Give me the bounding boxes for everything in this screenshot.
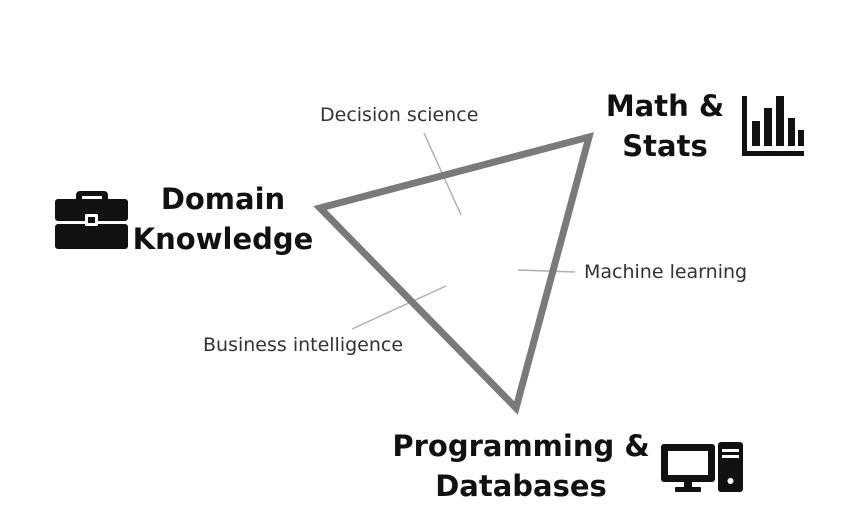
- edge-label-business-intelligence: Business intelligence: [203, 334, 404, 356]
- edge-label-decision-science: Decision science: [320, 104, 479, 126]
- computer-icon: [661, 442, 743, 492]
- vertex-math-label: Math & Stats: [598, 86, 732, 166]
- vertex-domain-line2: Knowledge: [132, 222, 314, 256]
- triangle: [313, 132, 594, 415]
- vertex-domain-line1: Domain: [160, 182, 286, 216]
- vertex-math-line1: Math &: [605, 89, 725, 123]
- pointer-line-business-intelligence: [351, 285, 447, 330]
- vertex-programming-line1: Programming &: [392, 429, 650, 463]
- vertex-programming-label: Programming & Databases: [390, 426, 652, 506]
- pointer-line-machine-learning: [517, 269, 576, 273]
- vertex-programming-line2: Databases: [435, 469, 607, 503]
- vertex-math-line2: Stats: [622, 129, 708, 163]
- bar-chart-icon: [742, 96, 804, 156]
- vertex-domain-label: Domain Knowledge: [128, 179, 318, 259]
- briefcase-icon: [55, 191, 128, 249]
- edge-label-machine-learning: Machine learning: [584, 261, 748, 283]
